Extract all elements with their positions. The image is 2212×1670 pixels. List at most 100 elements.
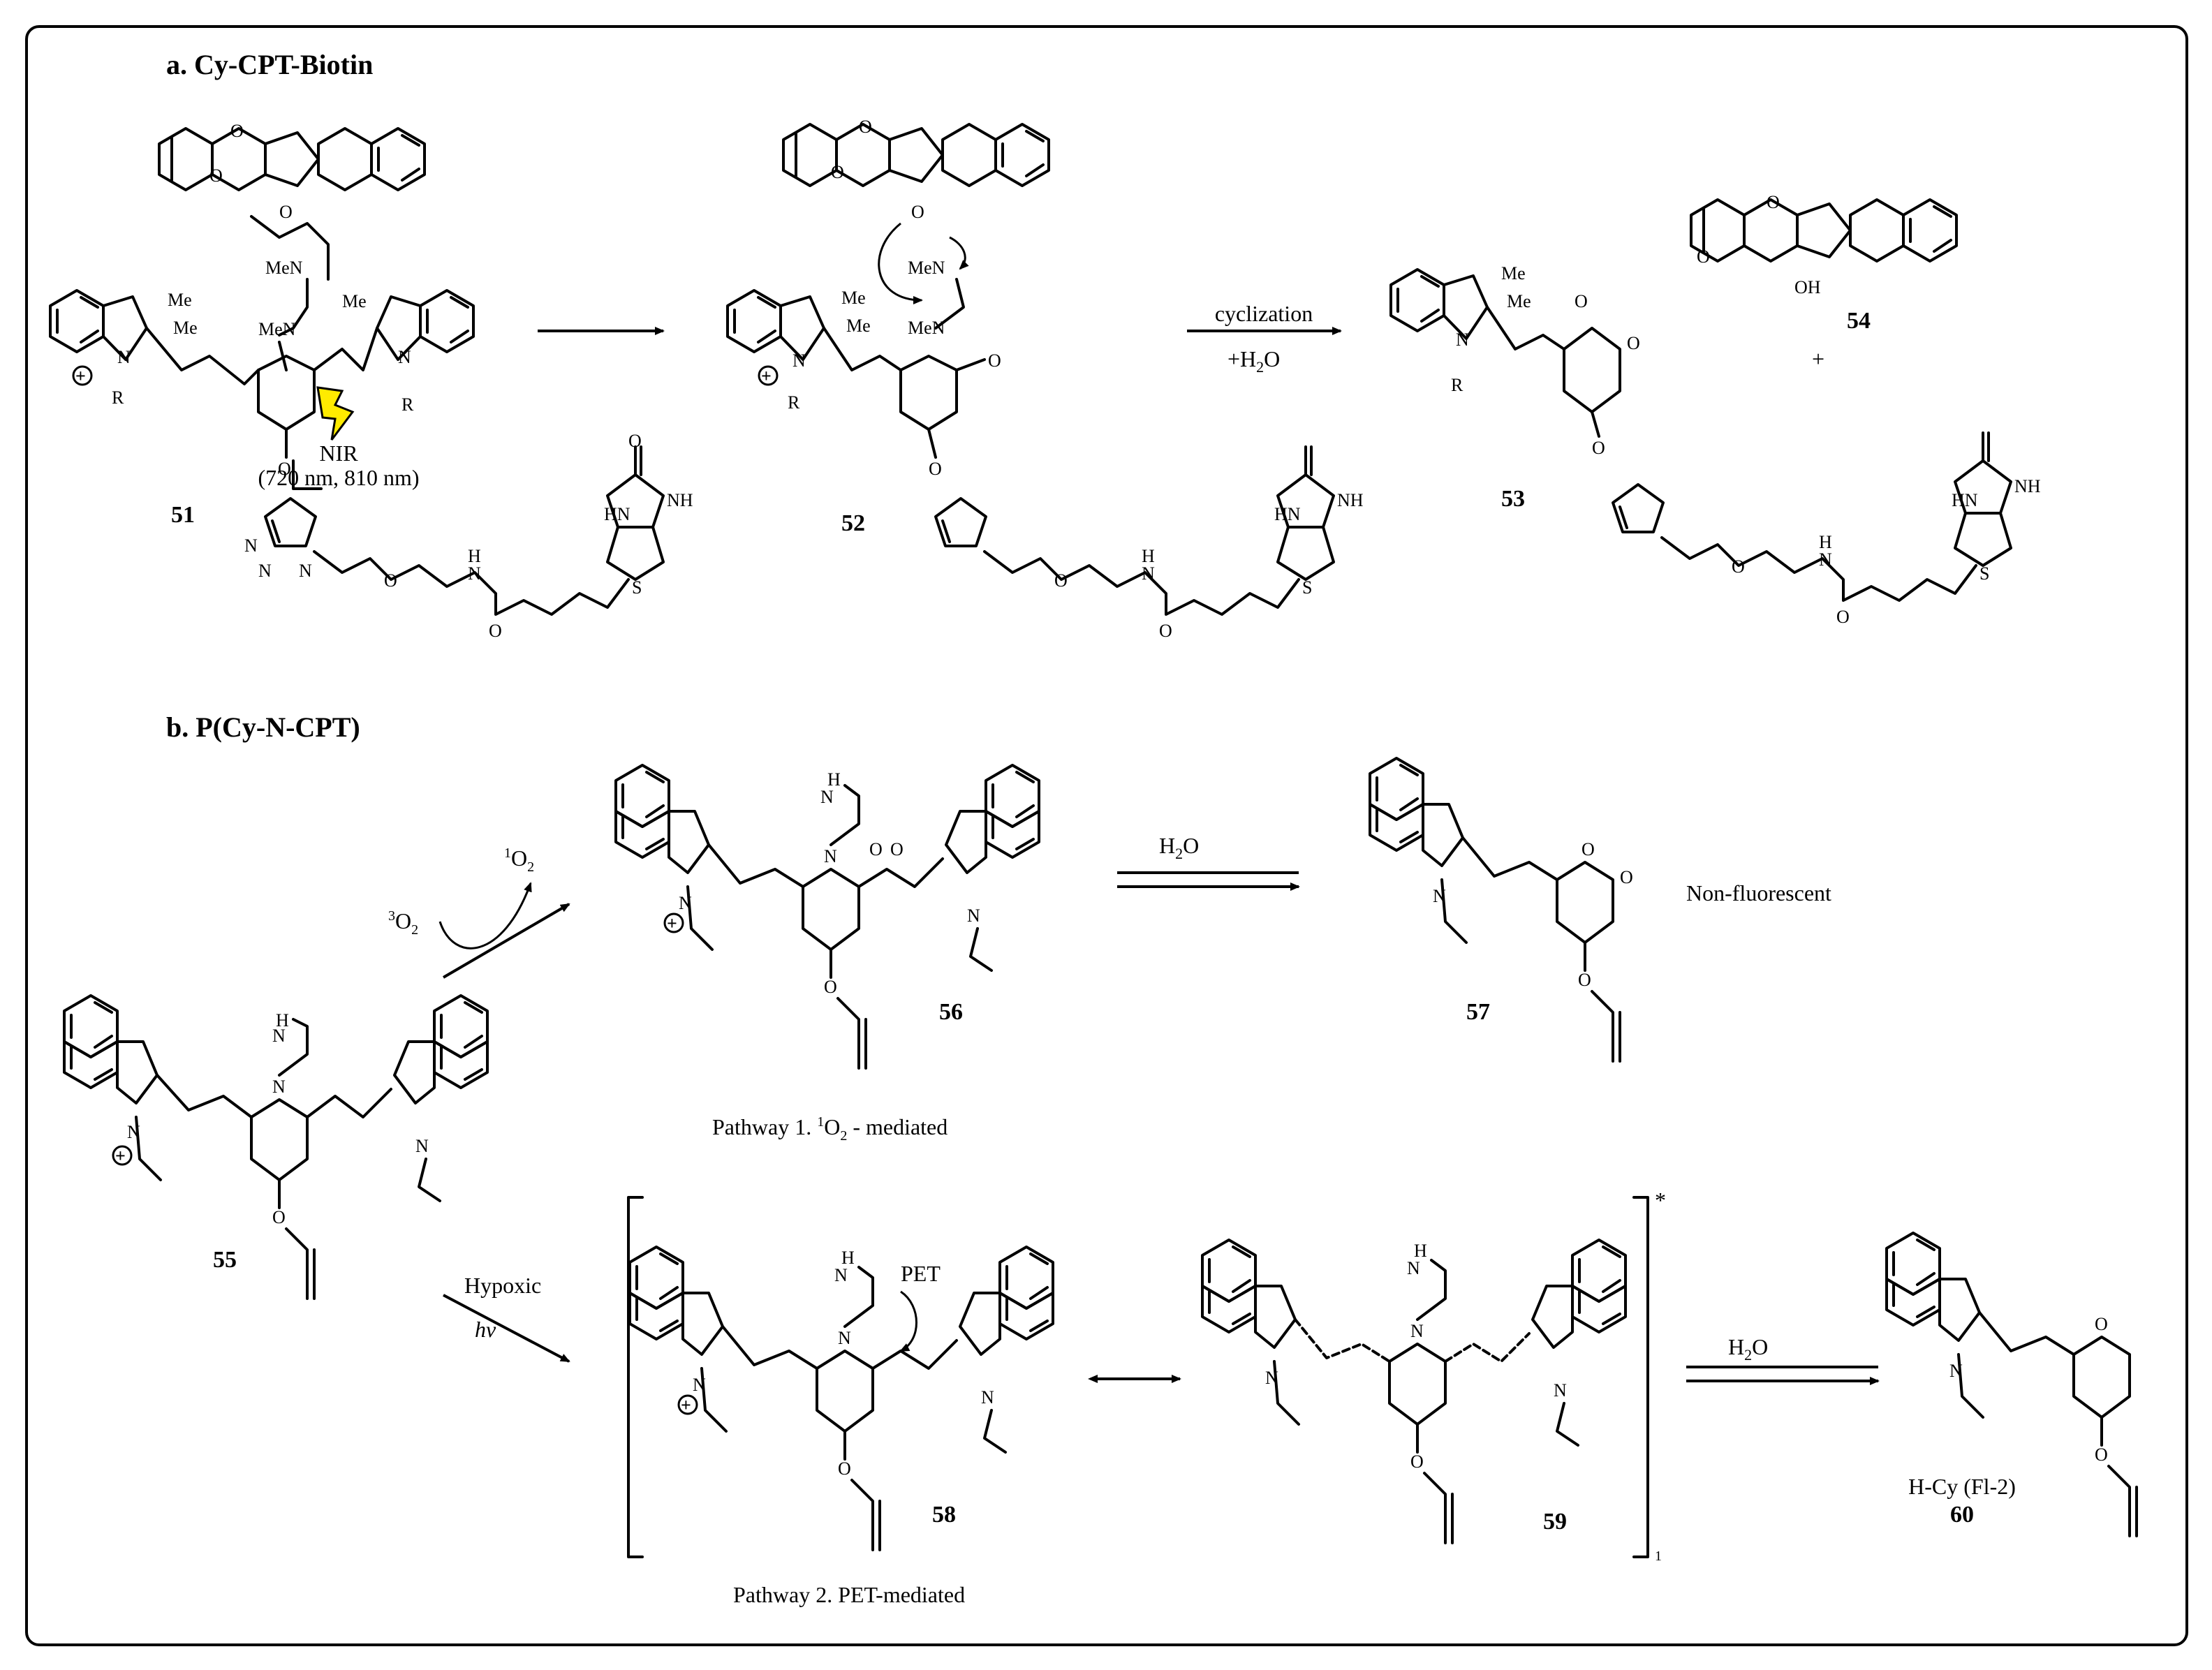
atom-oh: OH [1794,277,1821,297]
section-b-title: b. P(Cy-N-CPT) [166,711,360,743]
atom-n: N [792,350,806,371]
cation-plus: + [115,1146,126,1166]
compound-57-structure: N O O O [1370,758,1633,1063]
atom-men: MeN [258,319,296,339]
water-label-2: H2O [1728,1334,1768,1364]
atom-h: H [1819,532,1832,552]
pathway2-label: Pathway 2. PET-mediated [733,1582,965,1607]
atom-hn: HN [1952,490,1978,510]
atom-me: Me [846,316,871,336]
atom-me: Me [342,291,367,311]
atom-r: R [112,387,124,408]
compound-59-structure: N N H N O N [1202,1240,1625,1544]
atom-n: N [1410,1321,1424,1341]
compound-54-structure: O O OH [1691,192,1956,297]
atom-o: O [1581,839,1595,859]
atom-n: N [244,535,258,556]
atom-men: MeN [265,258,303,278]
atom-hn: HN [1274,504,1301,524]
water-plus-label: +H2O [1227,346,1280,376]
atom-n: N [1456,330,1469,350]
nir-label: NIR [319,441,358,466]
atom-me: Me [841,288,866,308]
atom-o: O [489,621,502,641]
atom-o: O [859,117,872,137]
atom-n: N [117,347,131,367]
compound-53-label: 53 [1501,486,1525,512]
compound-53-structure: N R Me Me O O O O H N O HN NH S [1389,263,2041,627]
atom-n: N [398,347,411,367]
atom-r: R [1451,375,1463,395]
atom-men: MeN [908,318,945,338]
cation-plus: + [667,913,677,933]
atom-n: N [299,561,312,581]
compound-56-structure: N + N H N O O O N [616,765,1039,1070]
triplet-o2-label: 3O2 [388,908,418,938]
atom-r: R [401,394,414,415]
bracket-right [1632,1196,1649,1558]
compound-52-structure: O O O MeN MeN O N R Me Me + O O H N O HN… [726,117,1364,641]
atom-o: O [278,459,291,479]
atom-s: S [1302,577,1312,598]
atom-o: O [1575,291,1588,311]
atom-n: N [967,906,980,926]
atom-o: O [831,162,844,182]
compound-60-structure: N O O [1887,1233,2138,1537]
compound-52-label: 52 [841,510,865,536]
atom-me: Me [168,290,192,310]
hcy-label: H-Cy (Fl-2) [1908,1474,2016,1499]
compound-55-label: 55 [213,1247,237,1273]
atom-n: N [1142,563,1155,584]
atom-o: O [1054,570,1068,591]
excited-star: * [1655,1188,1666,1213]
atom-n: N [981,1387,994,1407]
compound-60-label: 60 [1950,1502,1974,1528]
atom-o: O [628,431,642,451]
cation-plus: + [761,366,772,386]
pathway2-arrow [443,1294,570,1363]
atom-o: O [1627,333,1640,353]
atom-me: Me [173,318,198,338]
atom-o: O [988,350,1001,371]
atom-o: O [838,1458,851,1479]
cyclization-label: cyclization [1215,301,1313,326]
atom-o: O [1578,970,1591,990]
atom-n: N [1407,1258,1420,1278]
atom-hn: HN [604,504,631,524]
atom-n: N [1554,1380,1567,1401]
atom-n: N [415,1136,429,1156]
atom-nh: NH [2014,476,2041,496]
compound-51-label: 51 [171,502,195,528]
atom-o: O [1732,556,1745,577]
bracket-subscript: 1 [1655,1549,1662,1564]
pathway1-label: Pathway 1. 1O2 - mediated [712,1114,948,1144]
atom-o: O [824,977,837,997]
atom-h: H [276,1010,289,1030]
atom-n: N [468,563,481,584]
atom-n: N [838,1328,851,1348]
atom-o: O [272,1207,286,1227]
atom-h: H [1142,546,1155,566]
compound-55-structure: N + N H N O N [64,996,487,1300]
bracket-left [627,1196,644,1558]
atom-o: O [384,570,397,591]
atom-h: H [1414,1241,1427,1261]
atom-me: Me [1507,291,1531,311]
compound-56-label: 56 [939,999,963,1025]
atom-o: O [1592,438,1605,458]
water-label-1: H2O [1159,833,1199,862]
compound-58-structure: N + N H N PET O N [630,1247,1053,1551]
atom-n: N [834,1265,848,1285]
light-bolt-icon [316,386,355,441]
atom-s: S [1979,563,1989,584]
hypoxic-label: Hypoxic [464,1273,541,1298]
section-a-title: a. Cy-CPT-Biotin [166,49,373,80]
o2-conversion-curve [438,882,532,949]
atom-o: O [929,459,942,479]
pet-label: PET [901,1261,941,1286]
atom-o: O [890,839,904,859]
atom-nh: NH [667,490,693,510]
singlet-o2-label: 1O2 [504,845,534,875]
atom-o: O [2095,1444,2108,1465]
